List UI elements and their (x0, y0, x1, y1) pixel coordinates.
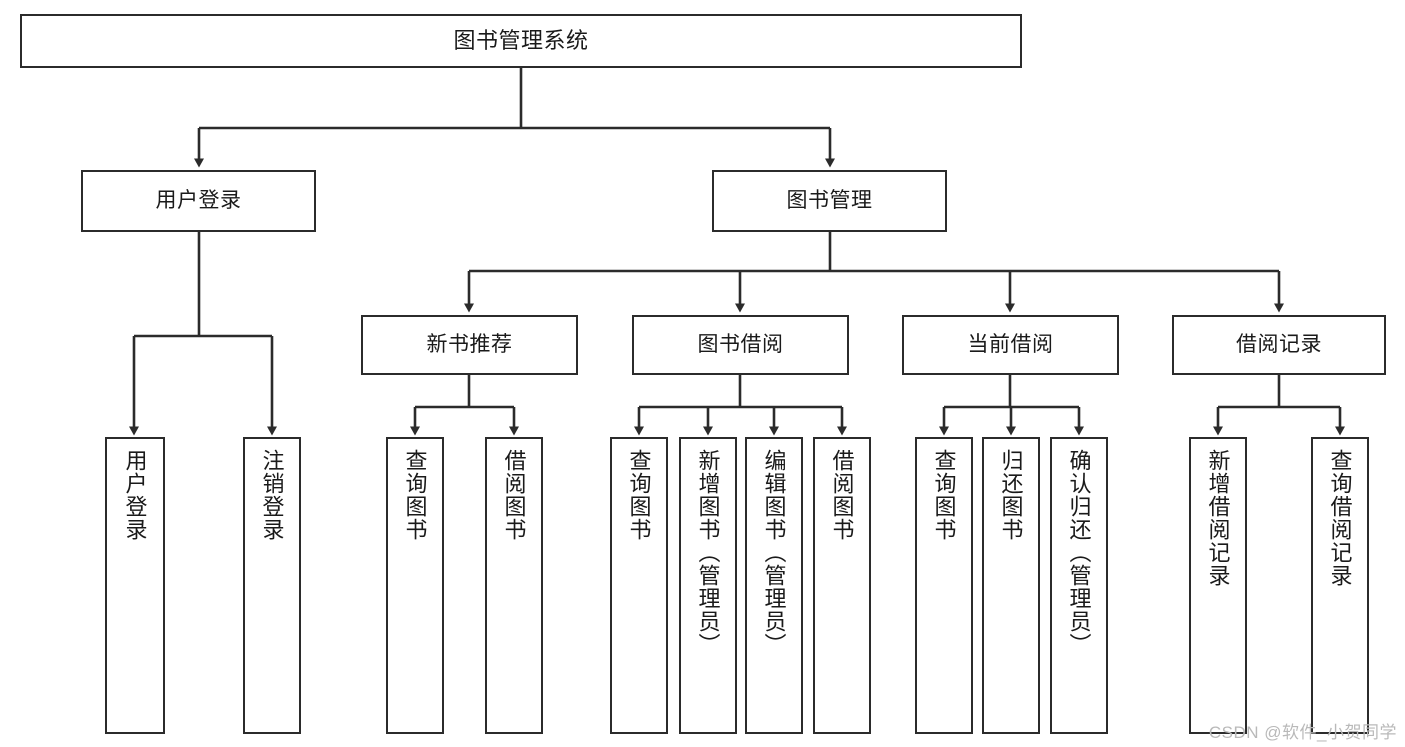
node-label: 确认归还（管理员） (1066, 449, 1092, 656)
node-user-login[interactable]: 用户登录 (81, 170, 316, 232)
node-label: 用户登录 (155, 188, 242, 212)
node-label: 查询图书 (626, 449, 652, 541)
node-book-borrow[interactable]: 图书借阅 (632, 315, 849, 375)
node-label: 查询图书 (402, 449, 428, 541)
node-label: 注销登录 (259, 449, 285, 541)
leaf-add-book-admin[interactable]: 新增图书（管理员） (679, 437, 737, 734)
node-label: 图书借阅 (697, 332, 784, 356)
node-label: 查询借阅记录 (1327, 449, 1353, 587)
leaf-query-book-current[interactable]: 查询图书 (915, 437, 973, 734)
node-new-book-recommend[interactable]: 新书推荐 (361, 315, 578, 375)
node-label: 当前借阅 (967, 332, 1054, 356)
node-label: 借阅记录 (1236, 332, 1322, 356)
node-label: 新增借阅记录 (1205, 449, 1231, 587)
node-label: 借阅图书 (501, 449, 527, 541)
leaf-borrow-book-new[interactable]: 借阅图书 (485, 437, 543, 734)
node-label: 新书推荐 (426, 332, 513, 356)
node-label: 借阅图书 (829, 449, 855, 541)
node-label: 图书管理系统 (453, 28, 589, 54)
node-label: 新增图书（管理员） (695, 449, 721, 656)
node-label: 查询图书 (931, 449, 957, 541)
node-label: 图书管理 (786, 188, 873, 212)
leaf-return-book[interactable]: 归还图书 (982, 437, 1040, 734)
leaf-query-book-new[interactable]: 查询图书 (386, 437, 444, 734)
node-book-management[interactable]: 图书管理 (712, 170, 947, 232)
leaf-query-book-borrow[interactable]: 查询图书 (610, 437, 668, 734)
leaf-add-borrow-record[interactable]: 新增借阅记录 (1189, 437, 1247, 734)
node-label: 编辑图书（管理员） (761, 449, 787, 656)
node-current-borrow[interactable]: 当前借阅 (902, 315, 1119, 375)
leaf-confirm-return-admin[interactable]: 确认归还（管理员） (1050, 437, 1108, 734)
node-root-system[interactable]: 图书管理系统 (20, 14, 1022, 68)
leaf-user-login[interactable]: 用户登录 (105, 437, 165, 734)
leaf-query-borrow-record[interactable]: 查询借阅记录 (1311, 437, 1369, 734)
node-label: 归还图书 (998, 449, 1024, 541)
leaf-edit-book-admin[interactable]: 编辑图书（管理员） (745, 437, 803, 734)
leaf-logout[interactable]: 注销登录 (243, 437, 301, 734)
leaf-borrow-book[interactable]: 借阅图书 (813, 437, 871, 734)
node-label: 用户登录 (122, 449, 148, 541)
node-borrow-record[interactable]: 借阅记录 (1172, 315, 1386, 375)
